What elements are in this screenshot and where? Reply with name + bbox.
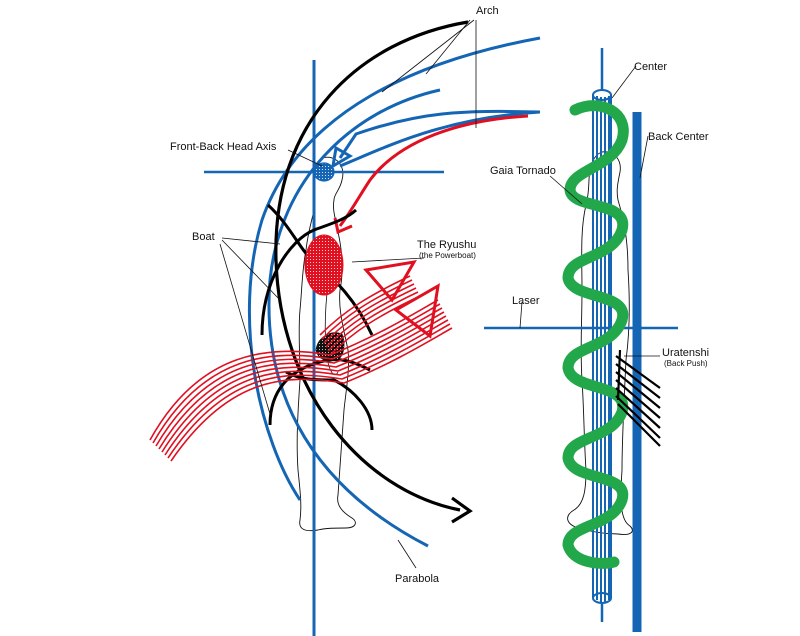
back-center-label: Back Center — [648, 131, 709, 143]
blue-arch-inner — [339, 110, 541, 168]
center-label: Center — [634, 61, 667, 73]
head-point — [313, 162, 335, 182]
left-figure: Arch Front-Back Head Axis Boat The Ryush… — [149, 5, 541, 636]
uratenshi-label: Uratenshi — [662, 347, 709, 359]
red-ribbon-upper-arrowhead — [363, 259, 417, 303]
uratenshi-lines — [615, 349, 661, 447]
black-arch — [274, 20, 469, 512]
red-arch — [338, 114, 529, 227]
blue-arrowhead — [330, 145, 353, 169]
laser-label: Laser — [512, 295, 540, 307]
red-ribbon-lower — [149, 299, 453, 462]
black-arrowhead — [451, 496, 473, 524]
front-back-head-axis-label: Front-Back Head Axis — [170, 141, 277, 153]
ryushu-label: The Ryushu — [417, 239, 476, 251]
right-figure: Center Back Center Gaia Tornado Laser Ur… — [484, 48, 709, 632]
blue-arch-outer — [247, 36, 541, 501]
leader-lines-right — [519, 65, 660, 357]
gaia-tornado-helix — [562, 100, 629, 569]
blue-arrow-line — [338, 109, 541, 159]
boat-label: Boat — [192, 231, 215, 243]
boat-arc-lower-left — [268, 358, 371, 426]
leader-lines-left — [219, 19, 477, 569]
parabola-curve — [267, 88, 441, 548]
parabola-label: Parabola — [395, 573, 440, 585]
red-ribbon-lower-arrowhead — [393, 283, 440, 339]
ryushu-sublabel: (the Powerboat) — [419, 251, 476, 260]
uratenshi-sublabel: (Back Push) — [664, 359, 708, 368]
boat-arc-lower-right — [285, 370, 374, 431]
arch-label: Arch — [476, 5, 499, 17]
ryushu-ellipse — [304, 234, 344, 296]
gaia-tornado-label: Gaia Tornado — [490, 165, 556, 177]
boat-arc-upper-left — [260, 208, 358, 336]
